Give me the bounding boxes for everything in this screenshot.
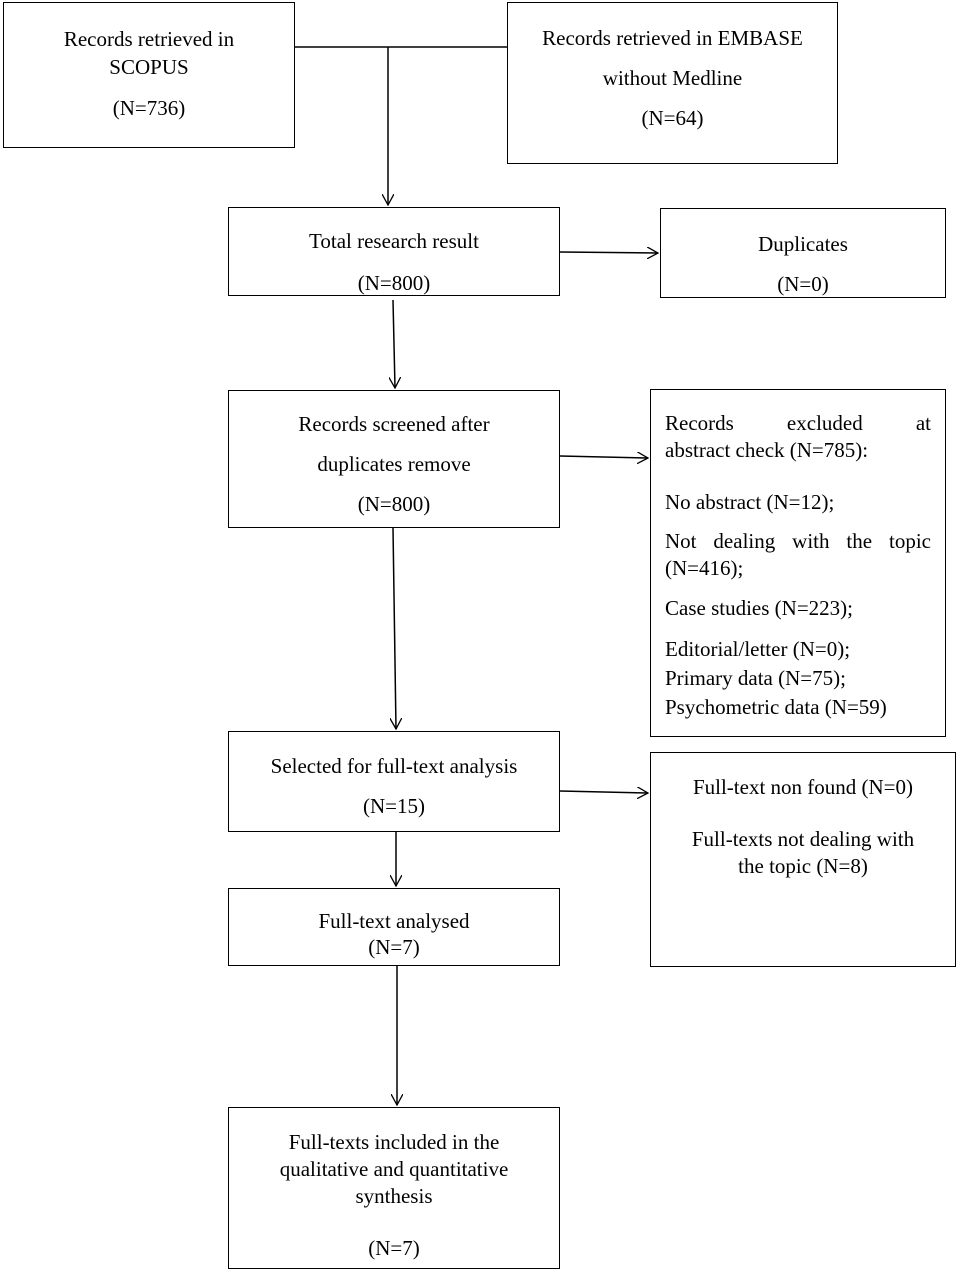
- embase-records-box: Records retrieved in EMBASE without Medl…: [507, 2, 838, 164]
- excluded-heading-line2: abstract check (N=785):: [665, 438, 869, 462]
- scopus-title-line1: Records retrieved in: [63, 27, 235, 51]
- selected-count: (N=15): [363, 794, 425, 818]
- fulltext-excluded-line2: Full-texts not dealing with: [691, 827, 915, 851]
- screened-title-line2: duplicates remove: [317, 452, 471, 476]
- screened-box: Records screened after duplicates remove…: [228, 390, 560, 528]
- duplicates-count: (N=0): [777, 272, 829, 296]
- fulltext-excluded-box: Full-text non found (N=0) Full-texts not…: [650, 752, 956, 967]
- arrow-to-screened: [393, 299, 395, 388]
- embase-count: (N=64): [641, 106, 704, 130]
- total-count: (N=800): [357, 271, 431, 295]
- scopus-count: (N=736): [112, 96, 186, 120]
- excluded-box: Records excluded at abstract check (N=78…: [650, 389, 946, 737]
- arrow-to-excluded: [559, 456, 648, 458]
- selected-fulltext-box: Selected for full-text analysis (N=15): [228, 731, 560, 832]
- total-title: Total research result: [309, 229, 479, 253]
- included-box: Full-texts included in the qualitative a…: [228, 1107, 560, 1269]
- arrow-to-duplicates: [559, 252, 658, 253]
- total-result-box: Total research result (N=800): [228, 207, 560, 296]
- excluded-item: (N=416);: [665, 556, 744, 580]
- analysed-title: Full-text analysed: [318, 909, 470, 933]
- screened-count: (N=800): [357, 492, 431, 516]
- included-line1: Full-texts included in the: [288, 1130, 500, 1154]
- excluded-heading-line1: Records excluded at: [665, 411, 931, 435]
- excluded-item: Primary data (N=75);: [665, 666, 846, 690]
- embase-title-line1: Records retrieved in EMBASE: [542, 26, 803, 50]
- excluded-item: Psychometric data (N=59): [665, 695, 887, 719]
- included-line3: synthesis: [355, 1184, 433, 1208]
- fulltext-excluded-line3: the topic (N=8): [738, 854, 868, 878]
- duplicates-box: Duplicates (N=0): [660, 208, 946, 298]
- selected-title: Selected for full-text analysis: [270, 754, 518, 778]
- fulltext-excluded-line1: Full-text non found (N=0): [692, 775, 914, 799]
- analysed-count: (N=7): [368, 935, 420, 959]
- screened-title-line1: Records screened after: [298, 412, 490, 436]
- excluded-item: Not dealing with the topic: [665, 529, 931, 553]
- arrow-to-selected: [393, 527, 396, 729]
- duplicates-title: Duplicates: [758, 232, 848, 256]
- included-line2: qualitative and quantitative: [279, 1157, 509, 1181]
- embase-title-line2: without Medline: [602, 66, 743, 90]
- arrow-to-fulltext-excluded: [559, 791, 648, 793]
- excluded-item: Editorial/letter (N=0);: [665, 637, 851, 661]
- excluded-item: Case studies (N=223);: [665, 596, 853, 620]
- analysed-box: Full-text analysed (N=7): [228, 888, 560, 966]
- scopus-title-line2: SCOPUS: [109, 55, 189, 79]
- included-count: (N=7): [368, 1236, 420, 1260]
- scopus-records-box: Records retrieved in SCOPUS (N=736): [3, 2, 295, 148]
- excluded-item: No abstract (N=12);: [665, 490, 835, 514]
